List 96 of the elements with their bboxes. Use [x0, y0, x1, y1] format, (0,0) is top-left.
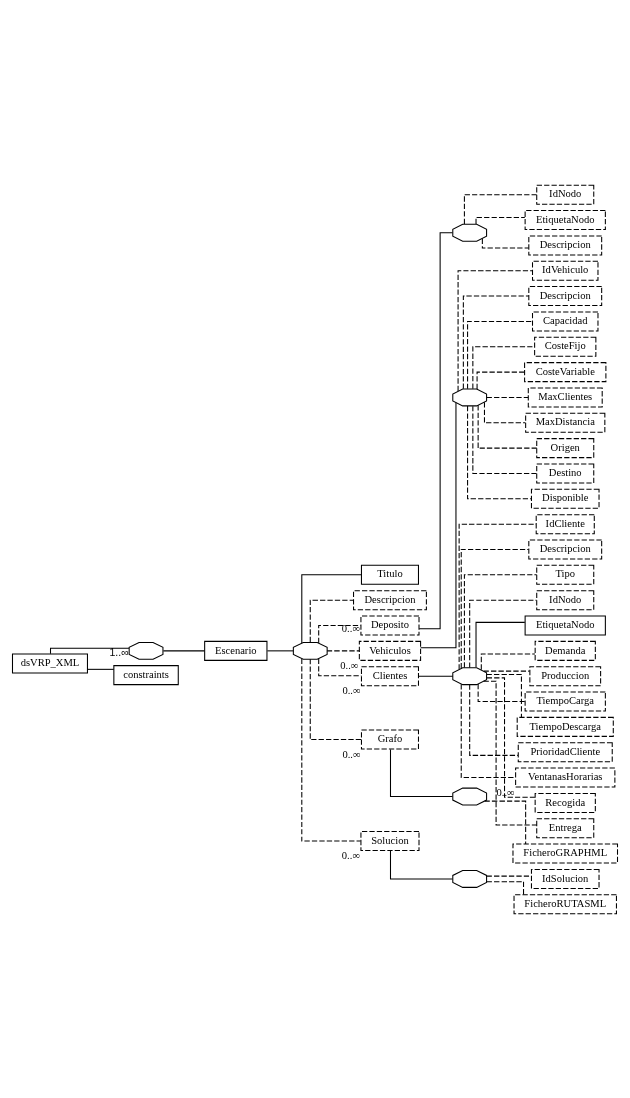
connector	[463, 193, 538, 224]
connector	[301, 573, 362, 644]
connector	[162, 649, 205, 651]
node-box: Titulo	[360, 564, 419, 585]
node-box: IdVehiculo	[532, 260, 599, 281]
connector	[486, 673, 522, 718]
node-box: Disponible	[530, 488, 600, 509]
connector	[486, 676, 536, 798]
connector	[476, 371, 525, 390]
node-box: Demanda	[534, 640, 596, 661]
connector	[469, 683, 519, 756]
connector	[467, 320, 533, 389]
connector	[389, 849, 454, 879]
node-label: 0..∞	[496, 786, 515, 798]
node-box: VentanasHorarias	[515, 767, 616, 788]
connector	[463, 573, 538, 668]
connector	[457, 269, 534, 391]
node-box: Tipo	[536, 564, 595, 585]
connector	[87, 668, 115, 670]
node-box: constraints	[113, 664, 179, 685]
node-box: IdSolucion	[530, 868, 600, 889]
node-box: Capacidad	[532, 310, 599, 331]
node-box: IdCliente	[535, 513, 595, 534]
connector	[483, 680, 538, 826]
connector	[483, 670, 531, 672]
connector	[389, 748, 454, 797]
connector	[309, 658, 362, 740]
node-octagon	[292, 641, 328, 660]
connector	[475, 216, 526, 225]
node-box: Origen	[536, 437, 595, 458]
node-octagon	[452, 787, 488, 806]
connector	[480, 653, 536, 670]
connector	[301, 658, 362, 841]
connector	[477, 404, 538, 449]
connector	[458, 523, 537, 670]
node-box: Escenario	[204, 640, 268, 661]
node-box: Descripcion	[528, 538, 603, 560]
node-box: CosteFijo	[534, 336, 597, 357]
node-box: Vehiculos	[358, 640, 422, 661]
connector	[481, 237, 530, 249]
node-box: Entrega	[536, 817, 595, 838]
connector	[462, 295, 530, 389]
connector	[418, 231, 453, 629]
connector	[483, 401, 526, 423]
node-box: EtiquetaNodo	[524, 615, 606, 636]
connector	[486, 396, 529, 398]
connector	[486, 875, 532, 877]
node-box: Deposito	[360, 615, 420, 636]
node-box: Descripcion	[528, 234, 603, 255]
connector	[472, 405, 538, 474]
node-box: TiempoDescarga	[516, 716, 614, 737]
connector	[469, 599, 538, 668]
connector	[326, 649, 360, 651]
node-box: IdNodo	[536, 184, 595, 205]
node-box: Destino	[536, 462, 595, 483]
node-box: CosteVariable	[524, 361, 607, 382]
connector	[266, 649, 294, 651]
node-box: FicheroRUTASML	[513, 893, 617, 914]
connector	[472, 345, 535, 389]
node-octagon	[452, 223, 488, 242]
node-label: 0..∞	[340, 659, 359, 671]
node-box: Grafo	[360, 729, 419, 750]
node-box: EtiquetaNodo	[524, 209, 606, 230]
node-box: Solucion	[360, 830, 420, 851]
node-box: MaxDistancia	[525, 412, 606, 433]
node-box: PrioridadCliente	[517, 741, 613, 762]
node-label: 0..∞	[341, 849, 360, 861]
node-label: 0..∞	[342, 684, 361, 696]
node-octagon	[128, 641, 164, 660]
connector	[309, 599, 354, 643]
node-octagon	[452, 388, 488, 406]
connector	[318, 657, 362, 676]
connector	[460, 683, 516, 778]
node-box: FicheroGRAPHML	[512, 843, 619, 864]
node-box: MaxClientes	[527, 386, 603, 407]
node-box: IdNodo	[536, 589, 595, 610]
node-box: TiempoCarga	[524, 691, 606, 712]
connector	[420, 401, 457, 648]
node-octagon	[452, 869, 488, 888]
connector	[418, 675, 454, 677]
connector	[484, 800, 527, 844]
connector	[486, 880, 525, 895]
node-label: 0..∞	[342, 748, 361, 760]
connector	[467, 405, 532, 499]
connector	[49, 647, 130, 654]
connector	[477, 682, 526, 702]
node-label: 1..∞	[109, 645, 129, 658]
node-box: Recogida	[534, 792, 596, 813]
node-box: dsVRP_XML	[11, 653, 88, 674]
node-box: Clientes	[360, 665, 419, 686]
node-box: Produccion	[529, 665, 602, 686]
node-box: Descripcion	[353, 589, 427, 610]
connector	[475, 621, 526, 668]
node-octagon	[452, 666, 488, 685]
node-box: Descripcion	[528, 285, 603, 306]
connector	[460, 548, 530, 669]
